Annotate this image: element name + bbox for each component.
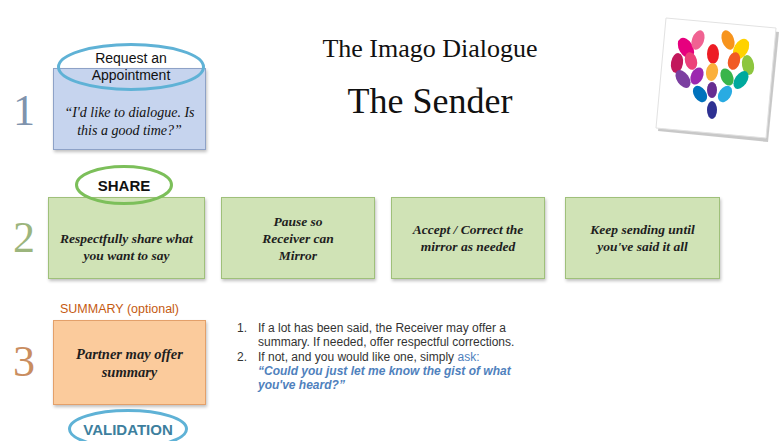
heart-petal [688, 65, 706, 86]
note-keyword: ask: [458, 350, 480, 364]
step-number: 1 [13, 89, 35, 133]
heart-logo [648, 6, 782, 146]
list-number: 1. [237, 321, 247, 335]
note-text: If not, and you would like one, simply [258, 350, 454, 364]
node-label: Accept / Correct the mirror as needed [398, 221, 538, 255]
heart-petal [726, 51, 742, 71]
ellipse-outline-shape [59, 45, 204, 90]
heart-petal [705, 62, 720, 82]
step-number: 3 [13, 340, 35, 384]
node-content: VALIDATION [68, 409, 188, 441]
node-content: Accept / Correct the mirror as needed [392, 198, 544, 278]
node-label: VALIDATION [83, 421, 172, 438]
node-label: Keep sending until you've said it all [585, 221, 700, 255]
node-label: “I'd like to dialogue. Is this a good ti… [58, 104, 201, 140]
diagram-title: The Imago Dialogue [280, 34, 580, 64]
heart-petal [669, 52, 684, 74]
step-box: Keep sending until you've said it all [565, 197, 720, 279]
example-quote: “Could you just let me know the gist of … [258, 364, 550, 392]
node-content: Keep sending until you've said it all [566, 198, 719, 278]
step-box: Accept / Correct the mirror as needed [391, 197, 545, 279]
heart-petal [707, 101, 717, 119]
heading-ellipse: VALIDATION [68, 409, 188, 441]
step-number: 2 [13, 216, 35, 260]
logo-card [656, 18, 776, 138]
list-number: 2. [237, 350, 247, 364]
step-box: Pause so Receiver can Mirror [221, 197, 375, 279]
node-label: Pause so Receiver can Mirror [254, 213, 342, 264]
note-text: If a lot has been said, the Receiver may… [258, 321, 550, 349]
heading-ellipse: Request an Appointment [57, 43, 205, 91]
heart-petal [707, 44, 719, 64]
heart-petal [715, 83, 735, 105]
step-box: Partner may offer summarySUMMARY (option… [53, 320, 206, 405]
node-label: SHARE [98, 177, 151, 194]
node-content: Partner may offer summary [54, 321, 205, 404]
step-box: Respectfully share what you want to say [48, 197, 205, 279]
heart-petal [690, 83, 710, 105]
heart-petal [718, 66, 736, 87]
heading-ellipse: SHARE [75, 165, 173, 205]
node-content: Respectfully share what you want to say [49, 198, 204, 278]
subtitle: The Sender [290, 80, 570, 122]
node-label: Respectfully share what you want to say [57, 230, 197, 264]
heart-petal [689, 29, 707, 52]
section-heading: SUMMARY (optional) [60, 302, 179, 316]
node-content: Request an Appointment [57, 43, 205, 91]
node-label: Request an Appointment [81, 50, 181, 84]
heart-petal [707, 82, 717, 98]
node-label: Partner may offer summary [75, 345, 185, 381]
node-content: SHARE [75, 165, 173, 205]
ellipse-outline-shape [70, 411, 187, 441]
node-content: Pause so Receiver can Mirror [222, 198, 374, 278]
heart-petals [669, 29, 755, 119]
